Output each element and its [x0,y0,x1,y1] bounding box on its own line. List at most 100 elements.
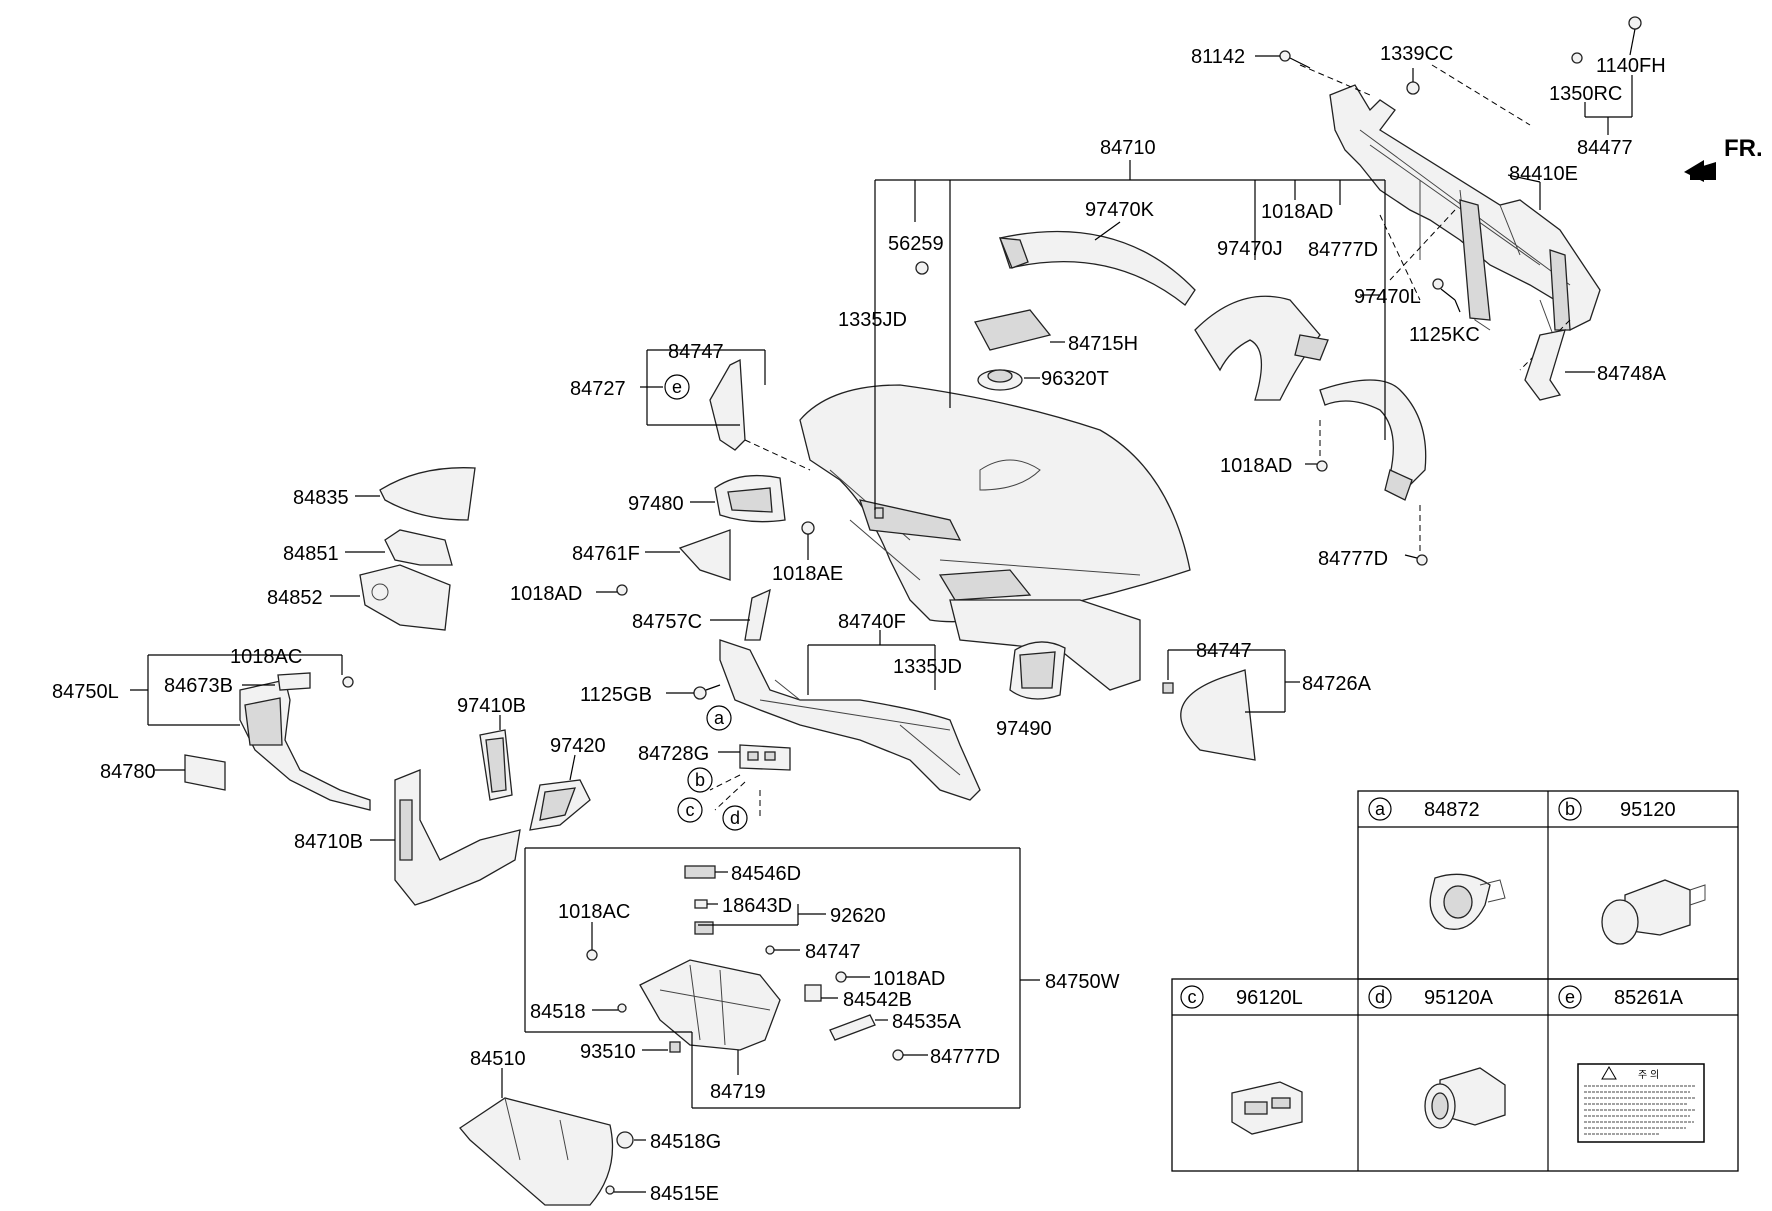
part-95120A-drawing [1424,1067,1506,1129]
bumper-84518G [616,1131,634,1149]
svg-text:c: c [1188,987,1197,1007]
trim-84761F [678,529,731,581]
label-84727: 84727 [570,378,626,400]
shroud-84851 [384,529,453,566]
vent-97480 [714,474,786,523]
label-1125GB: 1125GB [580,684,652,706]
label-84747-b: 84747 [1196,640,1252,662]
lower-panel-84740F [719,639,981,801]
duct-97470K [998,230,1196,306]
callout-e: e [664,374,690,400]
label-1018AD-mid: 1018AD [1220,455,1292,477]
svg-text:b: b [1565,799,1575,819]
glove-box-84510 [459,1097,614,1206]
label-84748A: 84748A [1597,363,1667,385]
legend-cell-c: c 96120L [1180,985,1303,1009]
nut-1350RC [1571,52,1583,64]
label-84715H: 84715H [1068,333,1138,355]
label-97420: 97420 [550,735,606,757]
label-18643D: 18643D [722,895,792,917]
caution-label-85261A: 주 의 [1577,1063,1705,1143]
legend-cell-e: e 85261A [1558,985,1684,1009]
label-84740F: 84740F [838,611,906,633]
clip-1018AC-left [342,676,354,688]
hinge-84515E [605,1185,615,1195]
cover-84835 [379,467,476,521]
svg-text:d: d [1375,987,1385,1007]
label-84761F: 84761F [572,543,640,565]
part-labels: 81142 1339CC 1140FH 1350RC 84477 84410E … [52,43,1763,1205]
grille-84715H [974,309,1052,351]
switch-18643D [694,899,708,909]
label-fr: FR. [1724,135,1763,162]
label-1350RC: 1350RC [1549,83,1622,105]
label-1140FH: 1140FH [1596,55,1666,77]
lamp-92620 [694,921,714,935]
label-84510: 84510 [470,1048,526,1070]
label-84542B: 84542B [843,989,912,1011]
screw-1018AE [801,521,815,535]
label-97470K: 97470K [1085,199,1155,221]
label-1018AD-box: 1018AD [873,968,945,990]
label-84710B: 84710B [294,831,363,853]
label-84777D-top: 84777D [1308,239,1378,261]
svg-text:e: e [1565,987,1575,1007]
label-84719: 84719 [710,1081,766,1103]
bolt-1140FH [1628,16,1642,56]
label-97470J: 97470J [1217,238,1283,260]
speaker-96320T [977,369,1023,391]
legend-table: a 84872 b 95120 c 96120L d 95120A e 8526… [1171,790,1739,1172]
svg-text:e: e [672,377,682,397]
center-fascia-84710B [394,769,521,906]
label-84477: 84477 [1577,137,1633,159]
svg-text:d: d [730,808,740,828]
label-84750L: 84750L [52,681,119,703]
side-cover-84726A [1180,669,1256,761]
clip-56259 [915,261,929,275]
label-96320T: 96320T [1041,368,1109,390]
label-84726A: 84726A [1302,673,1372,695]
latch-84546D [684,865,716,879]
duct-97470L [1319,379,1427,501]
svg-text:a: a [714,708,725,728]
label-84518: 84518 [530,1001,586,1023]
part-96120L-drawing [1231,1081,1303,1135]
label-84747-c: 84747 [805,941,861,963]
label-84750W: 84750W [1045,971,1120,993]
vent-97410B [479,729,513,801]
glove-box-housing-84719 [639,959,781,1051]
switch-panel-84728G [739,744,791,771]
leader-lines [130,55,1633,1193]
label-1335JD-mid: 1335JD [893,656,962,678]
svg-text:85261A: 85261A [1614,987,1684,1009]
label-81142: 81142 [1191,46,1245,68]
cover-84780 [184,754,226,791]
bracket-84748A [1524,329,1566,401]
label-84851: 84851 [283,543,339,565]
svg-text:주 의: 주 의 [1638,1069,1659,1081]
nut-1339CC [1406,81,1420,95]
label-84835: 84835 [293,487,349,509]
crash-pad-84710 [799,384,1191,691]
part-84872-drawing [1429,873,1506,930]
label-84780: 84780 [100,761,156,783]
label-1018AE: 1018AE [772,563,843,585]
label-56259: 56259 [888,233,944,255]
svg-text:84872: 84872 [1424,799,1480,821]
cowl-crossbar-assembly [1329,84,1601,341]
screw-84777D-box [892,1049,904,1061]
label-97470L: 97470L [1354,286,1421,308]
label-84515E: 84515E [650,1183,719,1205]
callout-d: d [722,805,748,831]
damper-84535A [829,1014,876,1041]
svg-text:96120L: 96120L [1236,987,1303,1009]
label-1018AD-left: 1018AD [510,583,582,605]
bracket-84673B [277,672,311,691]
label-97480: 97480 [628,493,684,515]
label-84852: 84852 [267,587,323,609]
label-84546D: 84546D [731,863,801,885]
callout-c: c [677,797,703,823]
label-84777D-box: 84777D [930,1046,1000,1068]
label-1018AD-top: 1018AD [1261,201,1333,223]
